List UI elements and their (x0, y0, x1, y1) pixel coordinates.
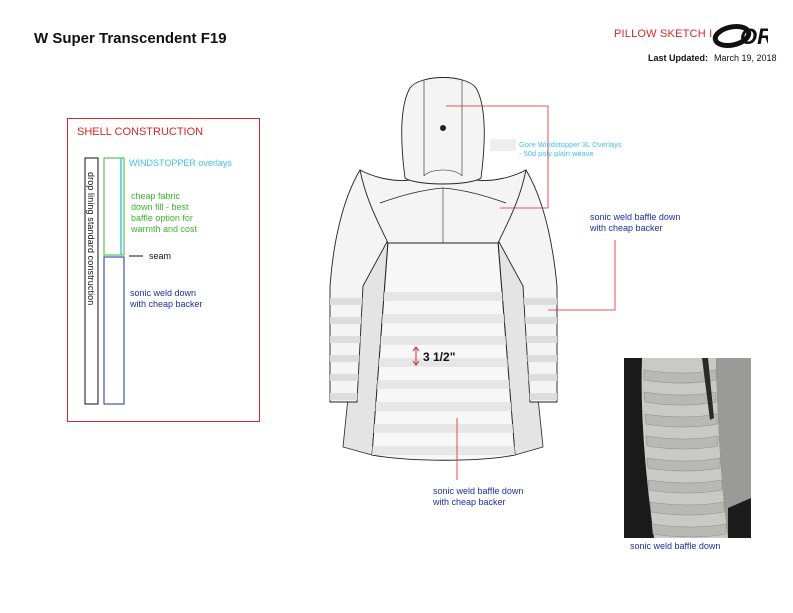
left-sleeve (329, 169, 389, 403)
sonic-weld-line: with cheap backer (130, 299, 203, 309)
brand-logo: OR (712, 24, 768, 49)
drop-lining-label: drop lining standard construction (86, 172, 96, 306)
last-updated: Last Updated: March 19, 2018 (648, 53, 777, 63)
sleeve-callout: sonic weld baffle down with cheap backer (590, 212, 680, 234)
sonic-weld-section (103, 256, 125, 405)
right-sleeve-baffles (523, 298, 557, 400)
gore-callout: Gore Windstopper 3L Overlays - 50d poly … (519, 140, 622, 158)
cheap-fabric-line: warmth and cost (131, 224, 198, 234)
last-updated-value: March 19, 2018 (714, 53, 777, 63)
last-updated-label: Last Updated: (648, 53, 709, 63)
photo-render (624, 358, 751, 538)
body-callout-line: with cheap backer (433, 497, 506, 507)
sheet-label: PILLOW SKETCH I (614, 28, 713, 40)
left-sleeve-baffles (330, 298, 363, 400)
drop-lining-bar (84, 157, 99, 405)
seam-note: seam (149, 251, 172, 261)
hood-toggle-icon (440, 125, 446, 131)
photo-caption: sonic weld baffle down (630, 541, 721, 551)
reference-photo (624, 358, 751, 538)
sonic-weld-line: sonic weld down (130, 288, 197, 298)
cheap-fabric-line: baffle option for (131, 213, 193, 223)
sonic-weld-note: sonic weld down with cheap backer (130, 288, 203, 310)
baffle-dimension: 3 1/2" (423, 350, 456, 364)
cheap-fabric-note: cheap fabric down fill - best baffle opt… (131, 191, 197, 235)
cheap-fabric-line: cheap fabric (131, 191, 181, 201)
shell-construction-title: SHELL CONSTRUCTION (77, 126, 204, 138)
shell-construction-box (67, 118, 260, 422)
cheap-fabric-line: down fill - best (131, 202, 189, 212)
document-title: W Super Transcendent F19 (34, 30, 227, 47)
sleeve-callout-line: sonic weld baffle down (590, 212, 681, 222)
sleeve-callout-line: with cheap backer (590, 223, 663, 233)
down-fill-section (103, 157, 125, 256)
gore-leader (446, 105, 549, 209)
gore-callout-line: - 50d poly plain weave (519, 149, 594, 158)
body-callout: sonic weld baffle down with cheap backer (433, 486, 523, 508)
right-sleeve (497, 169, 558, 403)
right-leader (548, 240, 616, 311)
gore-callout-line: Gore Windstopper 3L Overlays (519, 140, 622, 149)
windstopper-note: WINDSTOPPER overlays (129, 158, 232, 168)
body-baffles (372, 292, 515, 455)
logo-text: OR (740, 24, 768, 49)
body-callout-line: sonic weld baffle down (433, 486, 524, 496)
